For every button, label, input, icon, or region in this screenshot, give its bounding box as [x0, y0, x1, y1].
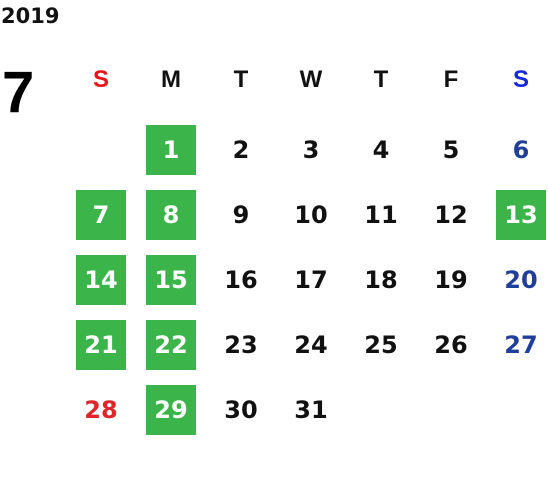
- day-cell-24[interactable]: 24: [294, 331, 328, 359]
- day-cell-15[interactable]: 15: [146, 255, 196, 305]
- day-cell-22[interactable]: 22: [146, 320, 196, 370]
- day-cell-9[interactable]: 9: [232, 201, 250, 229]
- day-cell-5[interactable]: 5: [442, 136, 460, 164]
- day-cell-3[interactable]: 3: [302, 136, 320, 164]
- day-cell-4[interactable]: 4: [372, 136, 390, 164]
- weekday-header-4: T: [373, 66, 389, 93]
- day-cell-28[interactable]: 28: [84, 396, 118, 424]
- day-cell-10[interactable]: 10: [294, 201, 328, 229]
- day-cell-7[interactable]: 7: [76, 190, 126, 240]
- day-cell-21[interactable]: 21: [76, 320, 126, 370]
- day-cell-27[interactable]: 27: [504, 331, 538, 359]
- day-cell-2[interactable]: 2: [232, 136, 250, 164]
- year-label: 2019: [1, 4, 60, 28]
- day-cell-12[interactable]: 12: [434, 201, 468, 229]
- weekday-header-2: T: [233, 66, 249, 93]
- weekday-header-0: S: [92, 66, 109, 93]
- day-cell-19[interactable]: 19: [434, 266, 468, 294]
- day-cell-6[interactable]: 6: [512, 136, 530, 164]
- day-cell-26[interactable]: 26: [434, 331, 468, 359]
- day-cell-11[interactable]: 11: [364, 201, 398, 229]
- day-cell-25[interactable]: 25: [364, 331, 398, 359]
- weekday-header-1: M: [161, 66, 181, 93]
- day-cell-8[interactable]: 8: [146, 190, 196, 240]
- day-cell-16[interactable]: 16: [224, 266, 258, 294]
- weekday-header-5: F: [443, 66, 459, 93]
- weekday-header-6: S: [512, 66, 529, 93]
- day-cell-29[interactable]: 29: [146, 385, 196, 435]
- day-cell-17[interactable]: 17: [294, 266, 328, 294]
- day-cell-1[interactable]: 1: [146, 125, 196, 175]
- month-label: 7: [2, 60, 35, 125]
- day-cell-18[interactable]: 18: [364, 266, 398, 294]
- day-cell-30[interactable]: 30: [224, 396, 258, 424]
- day-cell-23[interactable]: 23: [224, 331, 258, 359]
- weekday-header-3: W: [299, 66, 323, 93]
- day-cell-14[interactable]: 14: [76, 255, 126, 305]
- day-cell-20[interactable]: 20: [504, 266, 538, 294]
- day-cell-13[interactable]: 13: [496, 190, 546, 240]
- day-cell-31[interactable]: 31: [294, 396, 328, 424]
